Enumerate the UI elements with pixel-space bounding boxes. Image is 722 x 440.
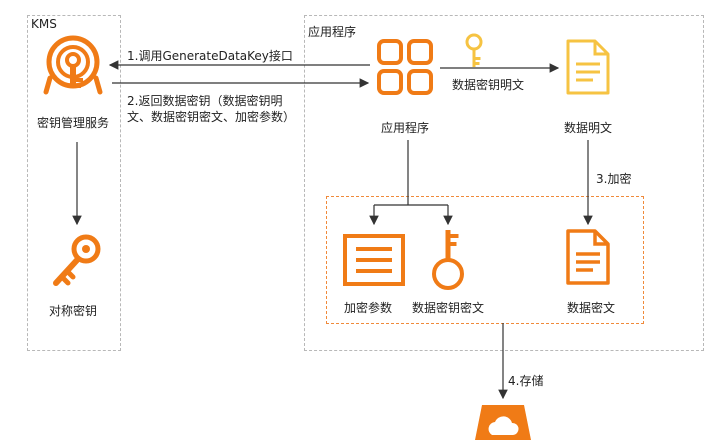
cloud-storage-icon	[475, 405, 531, 440]
params-label: 加密参数	[344, 301, 393, 315]
cipher-key-icon	[432, 230, 464, 290]
plain-key-label: 数据密钥明文	[452, 78, 525, 92]
kms-service-label: 密钥管理服务	[37, 116, 110, 130]
encrypted-output-group	[326, 196, 644, 324]
symmetric-key-icon	[53, 234, 101, 286]
kms-key-ring-icon	[43, 35, 103, 95]
kms-region	[27, 15, 121, 351]
step4-label: 4.存储	[508, 374, 544, 388]
cipher-key-label: 数据密钥密文	[412, 301, 485, 315]
symmetric-key-label: 对称密钥	[49, 304, 98, 318]
app-region	[304, 15, 704, 351]
step2-label-line2: 文、数据密钥密文、加密参数）	[127, 110, 296, 124]
plain-data-label: 数据明文	[564, 121, 613, 135]
plain-document-icon	[566, 39, 610, 95]
kms-title: KMS	[31, 17, 57, 31]
step2-label-line1: 2.返回数据密钥（数据密钥明	[127, 94, 283, 108]
params-list-icon	[343, 234, 405, 286]
step1-label: 1.调用GenerateDataKey接口	[127, 49, 293, 63]
cipher-data-label: 数据密文	[567, 301, 616, 315]
app-region-title: 应用程序	[308, 25, 357, 39]
app-label: 应用程序	[381, 121, 430, 135]
cipher-document-icon	[566, 229, 610, 285]
step3-label: 3.加密	[596, 172, 632, 186]
yellow-key-icon	[465, 33, 483, 67]
app-grid-icon	[377, 39, 433, 95]
